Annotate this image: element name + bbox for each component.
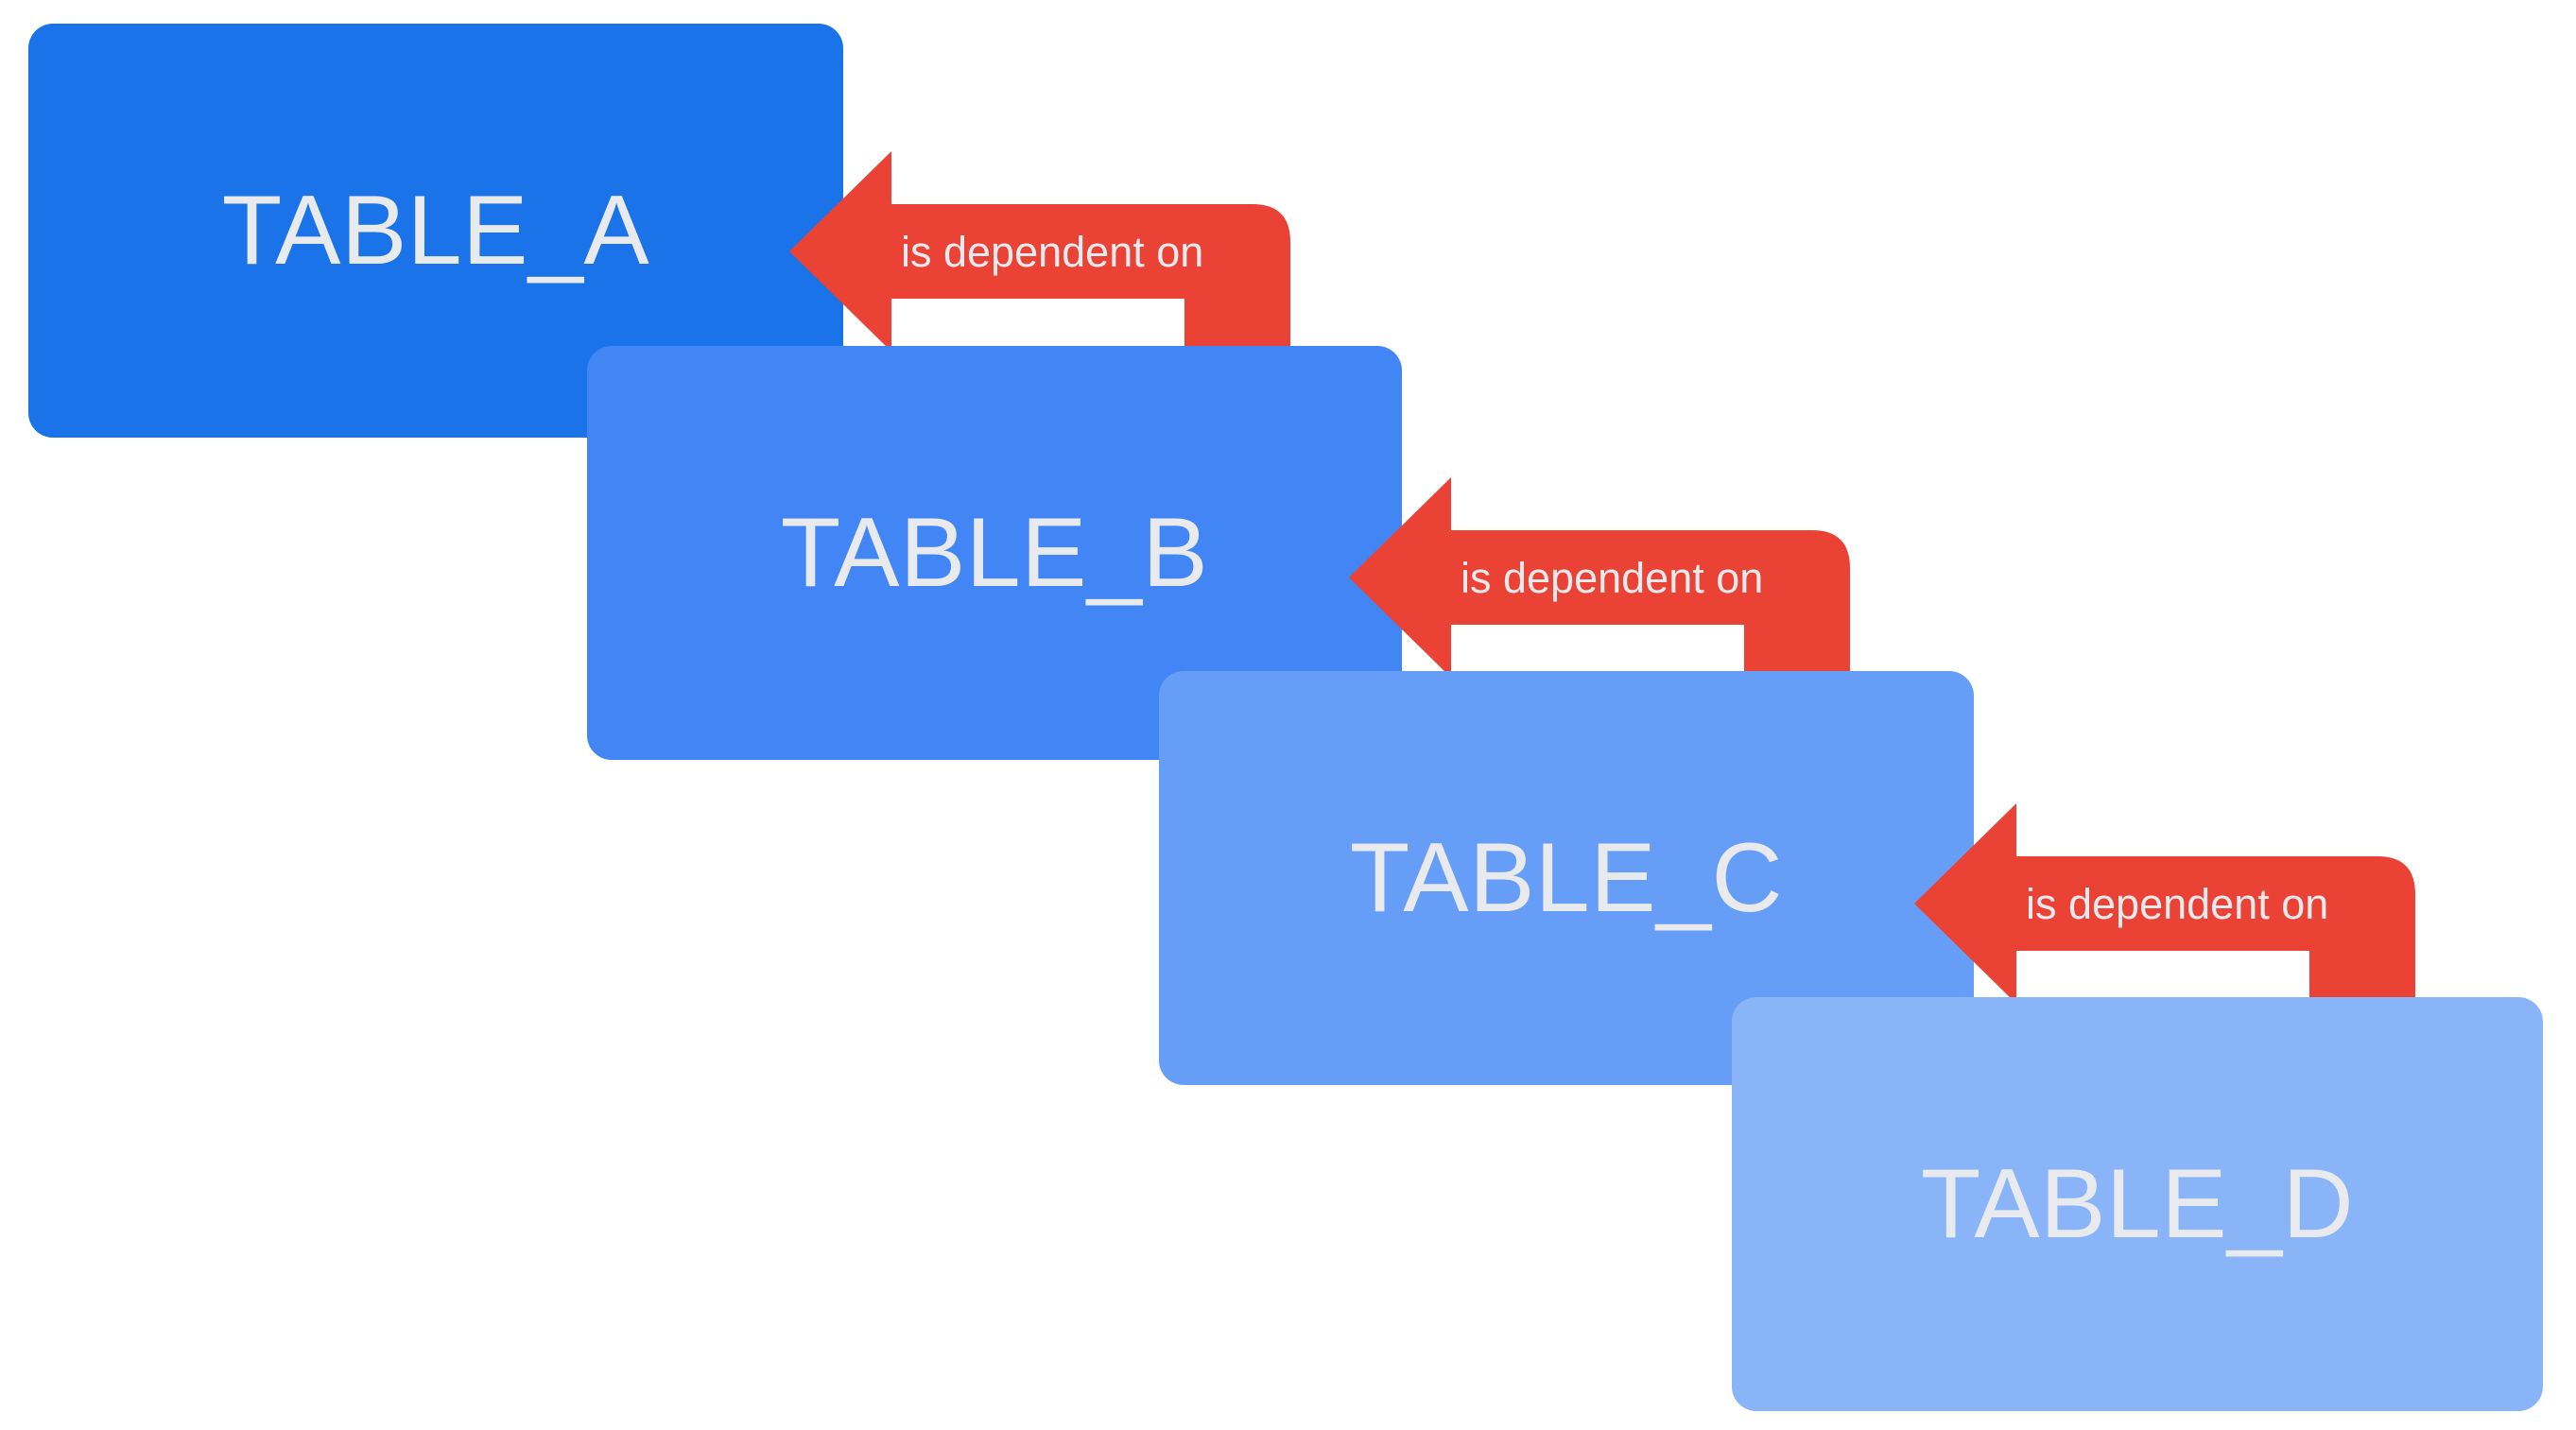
dependency-arrow-c-d[interactable]: is dependent on xyxy=(1914,803,2448,1004)
dependency-arrow-label: is dependent on xyxy=(901,228,1204,276)
dependency-arrow-label: is dependent on xyxy=(2026,880,2329,928)
table-node-table-a[interactable]: TABLE_A xyxy=(28,24,843,438)
dependency-arrow-label: is dependent on xyxy=(1461,554,1764,602)
table-node-label: TABLE_C xyxy=(1349,823,1784,933)
dependency-arrow-a-b[interactable]: is dependent on xyxy=(789,151,1323,352)
table-node-label: TABLE_D xyxy=(1920,1149,2355,1259)
arrow-shape-icon xyxy=(1914,803,2415,1004)
table-node-label: TABLE_A xyxy=(221,176,650,285)
arrow-shape-icon xyxy=(789,151,1290,352)
arrow-shape-icon xyxy=(1349,477,1850,678)
table-node-table-d[interactable]: TABLE_D xyxy=(1732,997,2543,1411)
dependency-arrow-b-c[interactable]: is dependent on xyxy=(1349,477,1883,678)
table-node-label: TABLE_B xyxy=(780,498,1209,608)
